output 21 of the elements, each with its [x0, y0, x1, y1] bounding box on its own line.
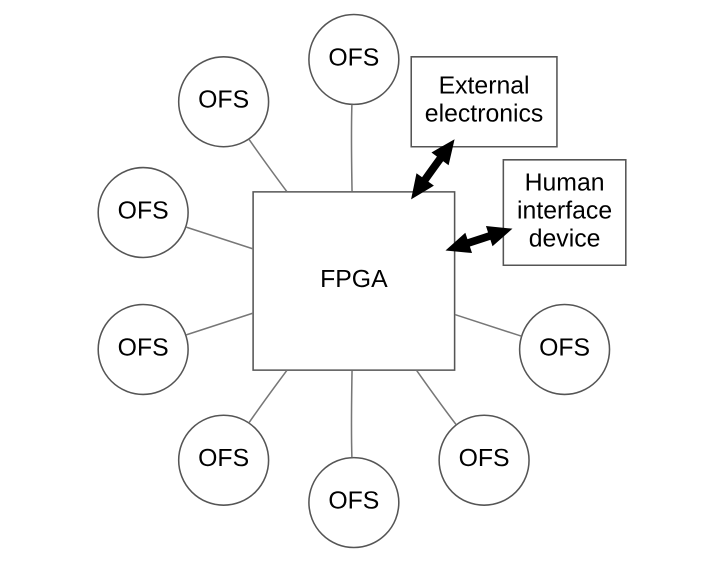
connector [350, 104, 352, 192]
node-circle: OFS [177, 414, 269, 506]
connector [350, 370, 352, 458]
connector [248, 138, 287, 192]
node-box: External electronics [410, 56, 558, 148]
arrow [444, 226, 512, 254]
node-circle: OFS [438, 414, 530, 506]
node-circle: OFS [308, 14, 400, 106]
node-circle: OFS [177, 56, 269, 148]
connector [454, 314, 522, 337]
node-circle: OFS [96, 304, 188, 396]
node-box: FPGA [252, 191, 455, 371]
connector [185, 312, 253, 336]
arrow [410, 139, 454, 200]
node-box: Human interface device [502, 159, 626, 266]
connector [248, 370, 287, 424]
node-circle: OFS [518, 304, 610, 396]
connector [185, 226, 253, 250]
node-circle: OFS [96, 166, 188, 258]
connector [415, 370, 456, 426]
node-circle: OFS [308, 456, 400, 548]
